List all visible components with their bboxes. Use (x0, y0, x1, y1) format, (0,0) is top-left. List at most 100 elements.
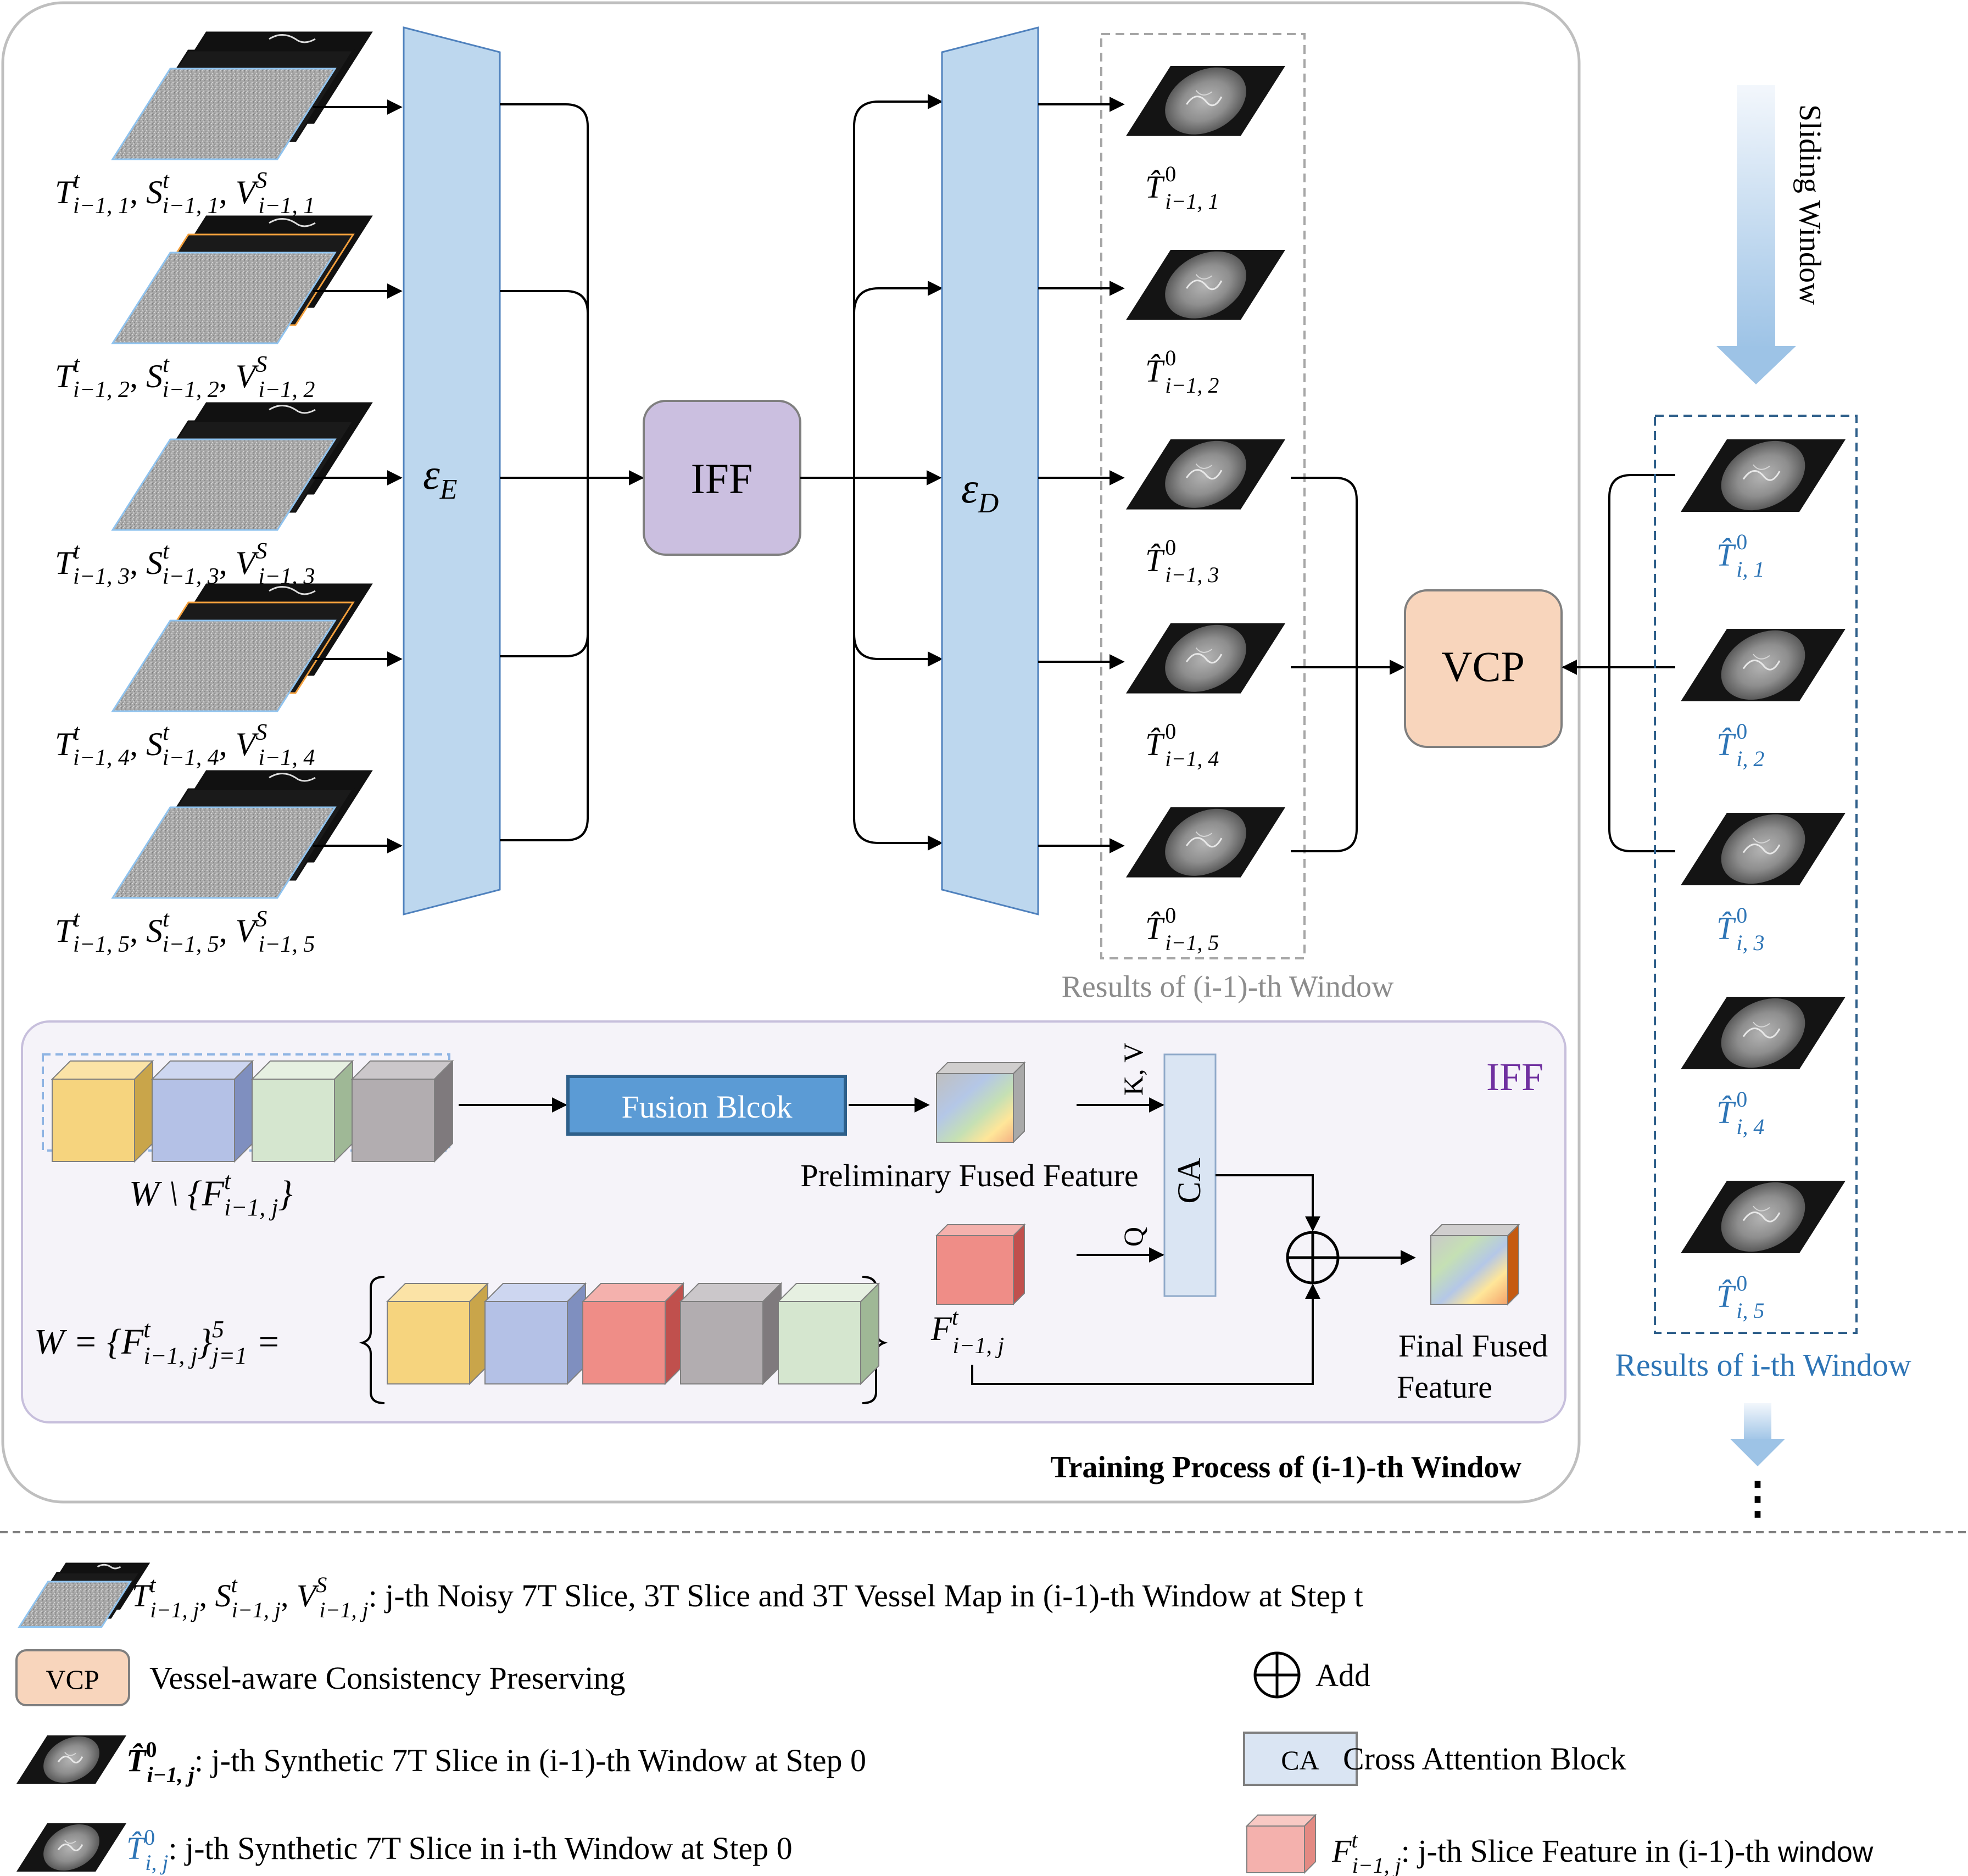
cube-icon (350, 1059, 454, 1163)
w-minus-cubes (51, 1059, 454, 1163)
brain-slice-icon (1126, 250, 1285, 320)
arrow-ca-add (1216, 1174, 1320, 1232)
cube-icon (777, 1282, 880, 1386)
sliding-window-arrow-icon (1716, 85, 1796, 384)
legend-vcp-box-label: VCP (46, 1664, 99, 1695)
legend-ca-text: Cross Attention Block (1343, 1741, 1626, 1777)
legend-noisy-stack-icon (18, 1562, 150, 1628)
brain-slice-icon (1681, 997, 1846, 1069)
cube-icon (483, 1282, 587, 1386)
current-feature-cube-icon (935, 1223, 1026, 1306)
noisy-slice-stack-icon (111, 31, 373, 160)
brain-slice-icon (1681, 813, 1846, 885)
vcp-block-label: VCP (1441, 643, 1525, 690)
legend-brain-prev-icon (16, 1735, 126, 1784)
arrow-down-icon (1730, 1403, 1785, 1466)
legend-ca-box (1243, 1732, 1358, 1786)
final-label-1: Final Fused (1398, 1328, 1548, 1364)
iff-detail-title: IFF (1486, 1055, 1543, 1099)
cube-icon (581, 1282, 685, 1386)
kv-label: K, V (1118, 1043, 1149, 1096)
prelim-fused-cube-icon (935, 1061, 1026, 1144)
noisy-slice-stack-icon (111, 402, 373, 531)
results-prev-caption: Results of (i-1)-th Window (1062, 970, 1394, 1004)
brain-slice-icon (1681, 629, 1846, 701)
vcp-block (1404, 589, 1563, 748)
brain-slice-icon (1126, 807, 1285, 878)
decoder-label: εD (961, 464, 999, 519)
brain-slice-icon (1126, 66, 1285, 136)
cube-icon (150, 1059, 254, 1163)
ca-block-label: CA (1171, 1158, 1207, 1203)
ca-block (1163, 1053, 1217, 1297)
decoder-block (941, 26, 1039, 915)
w-all-cubes (386, 1282, 880, 1386)
legend-icons (16, 1562, 150, 1872)
q-label: Q (1118, 1227, 1149, 1247)
brain-slice-icon (1126, 623, 1285, 694)
training-panel (1, 1, 1581, 1504)
prelim-label: Preliminary Fused Feature (800, 1158, 1138, 1193)
legend-ca-box-label: CA (1281, 1745, 1319, 1776)
noisy-slice-stack-icon (111, 215, 373, 344)
encoder-merge-lines (500, 103, 589, 841)
left-brace (359, 1276, 385, 1404)
decoder-input-arrowheads (927, 94, 943, 851)
legend-add-icon (1253, 1651, 1301, 1699)
results-prev-box (1100, 33, 1306, 959)
ellipsis-icon: ⋮ (1736, 1475, 1780, 1523)
legend-vcp-text: Vessel-aware Consistency Preserving (149, 1660, 626, 1696)
training-title: Training Process of (i-1)-th Window (1050, 1450, 1521, 1484)
cube-icon (51, 1059, 154, 1163)
encoder-block (403, 26, 501, 915)
results-ith-box (1654, 415, 1858, 1334)
legend-feature-cube-icon (1245, 1813, 1317, 1874)
legend-brain-i-icon (16, 1823, 126, 1872)
fusion-block-label: Fusion Blcok (622, 1089, 793, 1125)
cube-icon (250, 1059, 354, 1163)
legend-add-text: Add (1315, 1657, 1370, 1693)
cube-icon (679, 1282, 783, 1386)
brain-slice-icon (1126, 439, 1285, 510)
iff-block-label: IFF (691, 455, 753, 503)
noisy-slice-stack-icon (111, 583, 373, 712)
final-label-2: Feature (1397, 1369, 1492, 1405)
brain-slice-icon (1681, 439, 1846, 512)
brain-slice-icon (1681, 1181, 1846, 1253)
results-ith-caption: Results of i-th Window (1615, 1347, 1911, 1383)
sliding-window-label: Sliding Window (1793, 104, 1827, 305)
encoder-label: εE (423, 450, 458, 505)
vcp-merge-lines (1291, 477, 1358, 852)
add-circle-icon (1286, 1231, 1340, 1285)
w-minus-group-box (42, 1053, 450, 1152)
cube-icon (386, 1282, 489, 1386)
decoder-fanout-lines (853, 101, 940, 844)
ith-to-vcp-lines (1608, 474, 1675, 852)
